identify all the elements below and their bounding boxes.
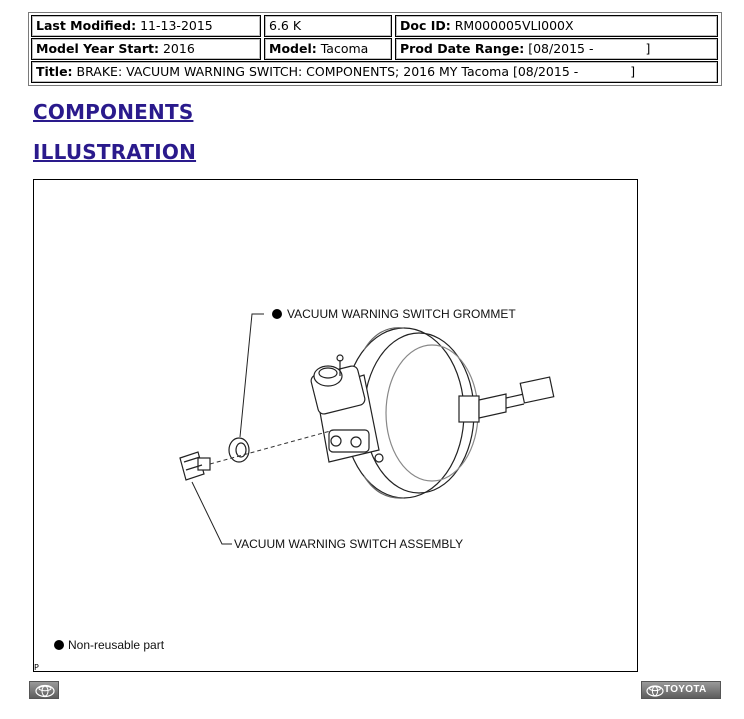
model-label: Model: xyxy=(269,41,317,56)
title-value: BRAKE: VACUUM WARNING SWITCH: COMPONENTS… xyxy=(76,64,579,79)
toyota-button-label: TOYOTA xyxy=(664,684,707,695)
title-end: ] xyxy=(630,64,636,79)
brake-booster-diagram: VACUUM WARNING SWITCH GROMMET VACUUM WAR… xyxy=(54,307,555,652)
grommet-leader-line xyxy=(239,313,264,438)
prod-date-label: Prod Date Range: xyxy=(400,41,525,56)
document-header-table: Last Modified: 11-13-2015 6.6 K Doc ID: … xyxy=(28,12,722,86)
non-reusable-bullet-icon xyxy=(272,309,282,319)
model-year-value: 2016 xyxy=(162,41,195,56)
toyota-home-button[interactable] xyxy=(29,681,59,699)
toyota-logo-icon xyxy=(35,684,55,698)
doc-id-cell: Doc ID: RM000005VLI000X xyxy=(395,15,718,37)
legend-bullet-icon xyxy=(54,640,64,650)
model-value: Tacoma xyxy=(320,41,369,56)
model-cell: Model: Tacoma xyxy=(264,38,392,60)
last-modified-cell: Last Modified: 11-13-2015 xyxy=(31,15,261,37)
toyota-logo-icon xyxy=(646,685,664,697)
figure-corner-mark: P xyxy=(34,663,39,672)
doc-id-value: RM000005VLI000X xyxy=(454,18,574,33)
title-label: Title: xyxy=(36,64,73,79)
legend-text: Non-reusable part xyxy=(68,638,165,652)
alignment-line xyxy=(209,429,335,465)
assembly-label: VACUUM WARNING SWITCH ASSEMBLY xyxy=(234,537,463,551)
prod-date-end: ] xyxy=(645,41,651,56)
grommet-label: VACUUM WARNING SWITCH GROMMET xyxy=(287,307,516,321)
toyota-button[interactable]: TOYOTA xyxy=(641,681,721,699)
prod-date-start: [08/2015 - xyxy=(528,41,594,56)
model-year-cell: Model Year Start: 2016 xyxy=(31,38,261,60)
assembly-leader-line xyxy=(191,481,232,545)
last-modified-label: Last Modified: xyxy=(36,18,137,33)
components-illustration: VACUUM WARNING SWITCH GROMMET VACUUM WAR… xyxy=(33,179,638,672)
doc-id-label: Doc ID: xyxy=(400,18,451,33)
document-size: 6.6 K xyxy=(269,18,302,33)
size-cell: 6.6 K xyxy=(264,15,392,37)
last-modified-value: 11-13-2015 xyxy=(140,18,213,33)
prod-date-cell: Prod Date Range: [08/2015 -] xyxy=(395,38,718,60)
model-year-label: Model Year Start: xyxy=(36,41,159,56)
illustration-heading[interactable]: ILLUSTRATION xyxy=(33,140,197,164)
title-cell: Title: BRAKE: VACUUM WARNING SWITCH: COM… xyxy=(31,61,718,83)
brake-booster-drawing xyxy=(179,327,555,499)
components-heading[interactable]: COMPONENTS xyxy=(33,100,194,124)
